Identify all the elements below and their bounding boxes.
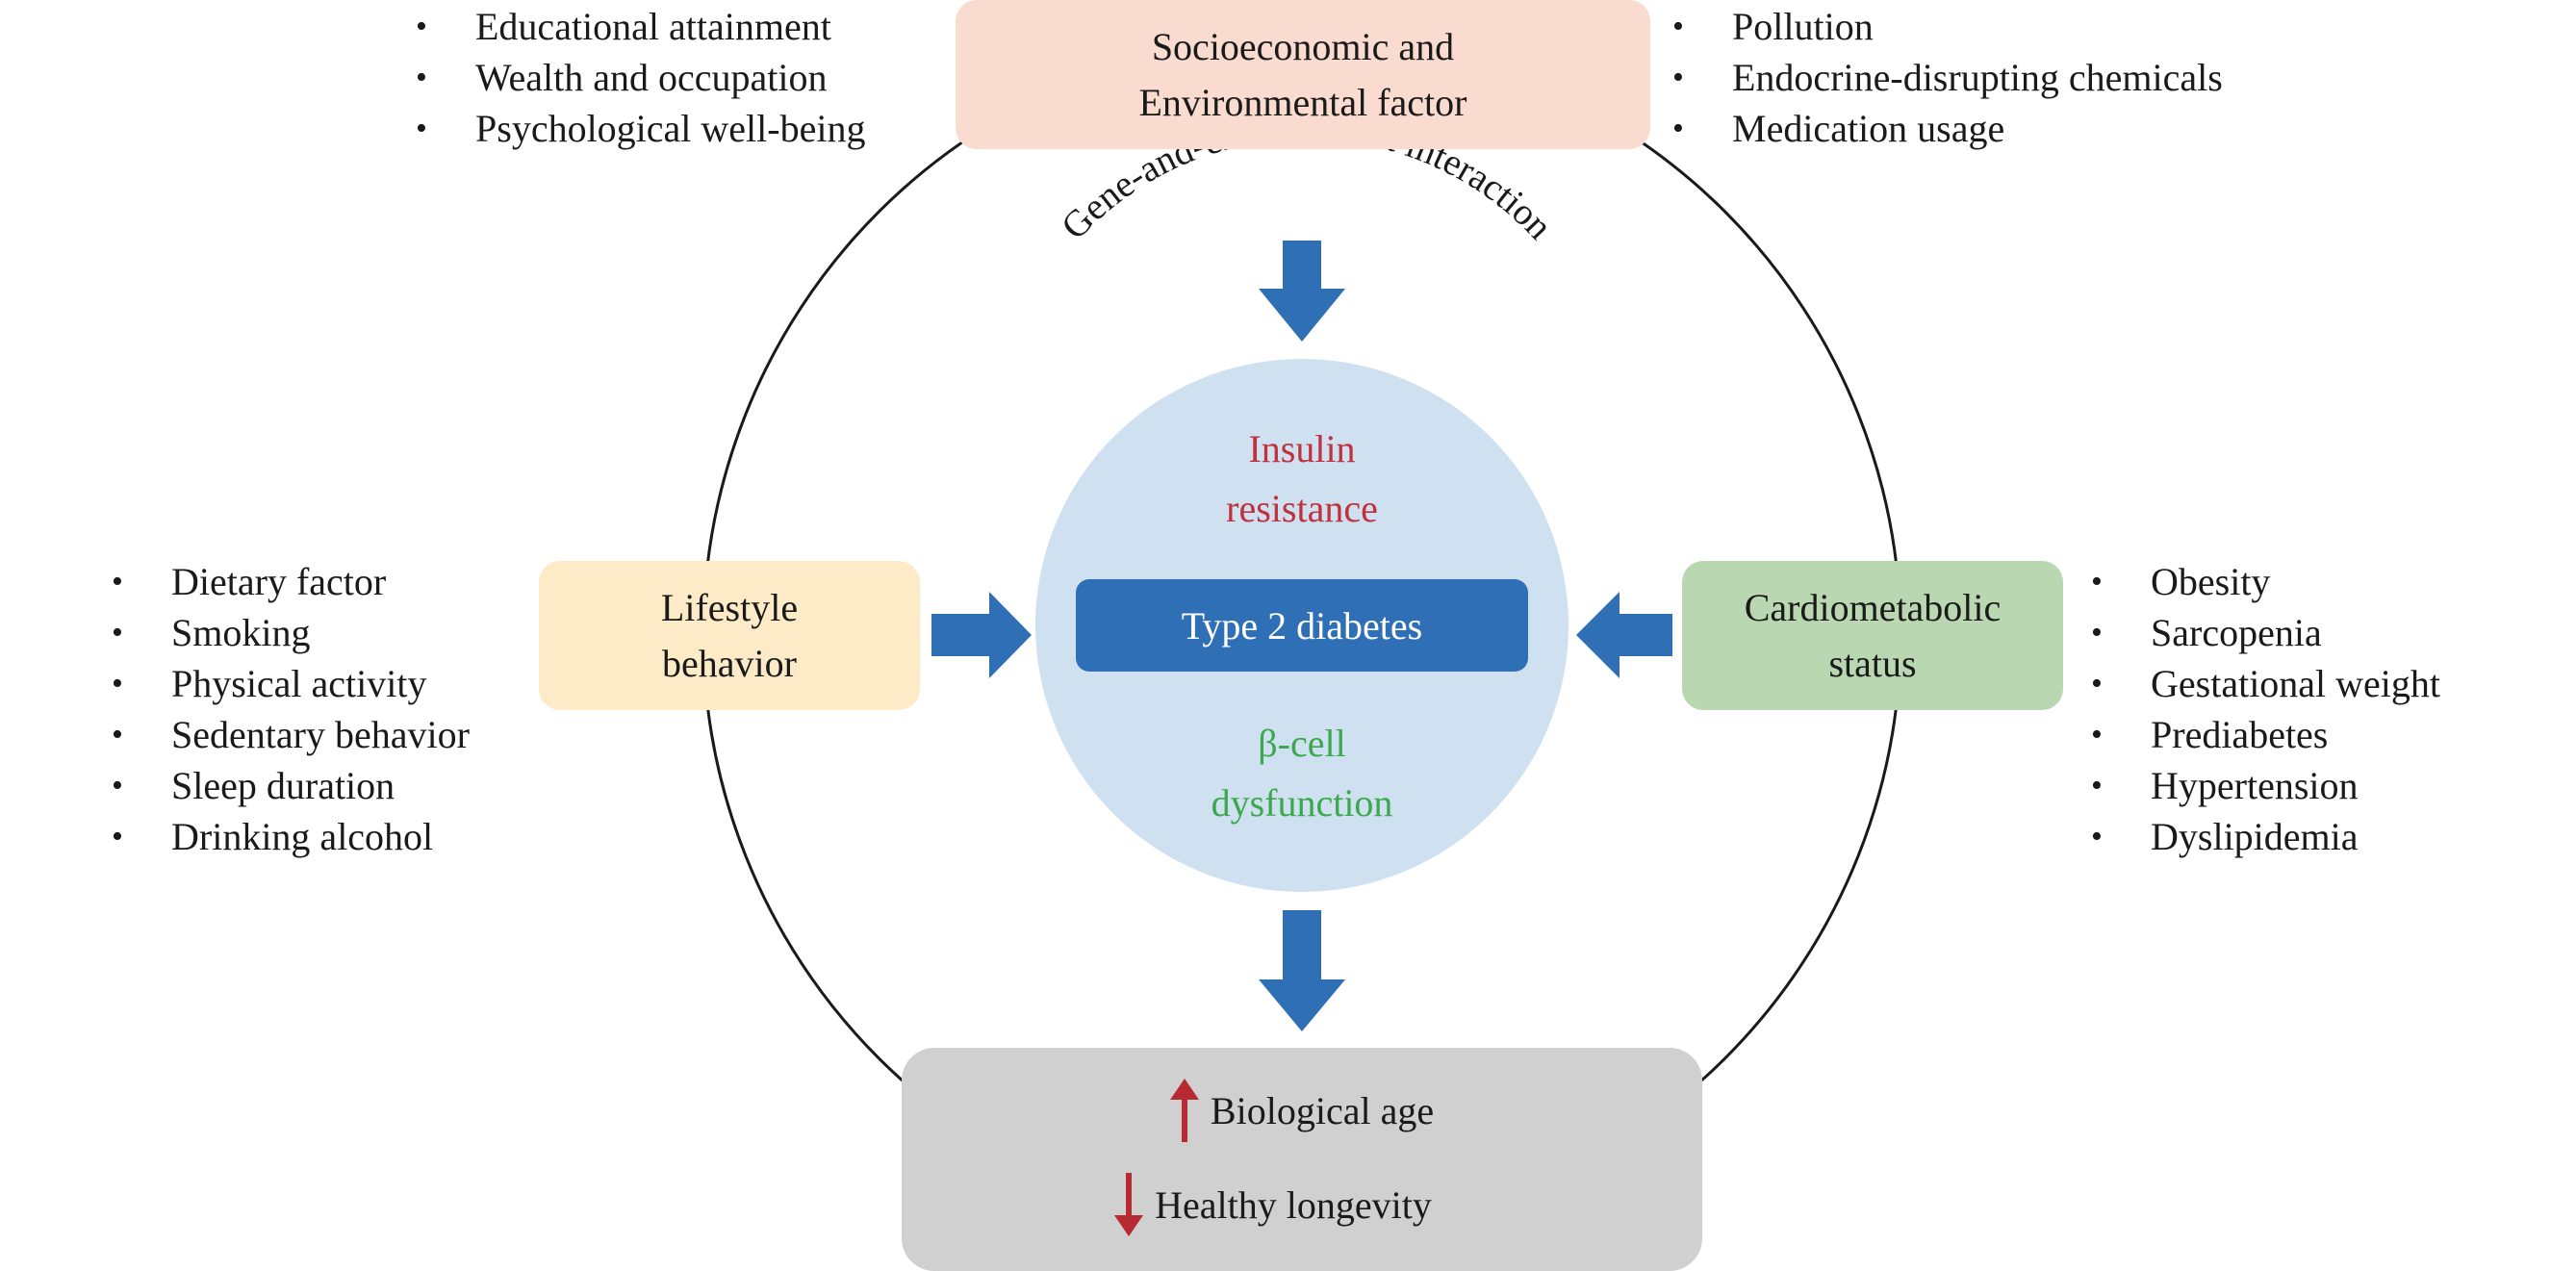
arrow-down-top [1259,241,1345,342]
insulin-resistance-label: Insulin resistance [1100,419,1504,539]
arrow-down-bottom [1259,910,1345,1031]
list-item: Prediabetes [2091,709,2440,760]
list-item: Smoking [112,607,470,658]
list-item: Dietary factor [112,556,470,607]
outcome-box: Biological age Healthy longevity [902,1048,1702,1271]
lifestyle-behavior-box: Lifestyle behavior [539,561,920,710]
list-item: Medication usage [1672,103,2223,154]
beta-line1: β-cell [1258,722,1346,765]
socioeconomic-environmental-box: Socioeconomic and Environmental factor [956,0,1650,149]
left-box-line1: Lifestyle [660,585,799,629]
environmental-factor-list: Pollution Endocrine-disrupting chemicals… [1672,1,2223,154]
arrow-right-left [931,592,1032,678]
list-item: Sleep duration [112,760,470,811]
cardiometabolic-factor-list: Obesity Sarcopenia Gestational weight Pr… [2091,556,2440,862]
list-item: Psychological well-being [416,103,865,154]
cardiometabolic-status-box: Cardiometabolic status [1682,561,2063,710]
biological-age-label: Biological age [1210,1088,1435,1132]
right-box-line2: status [1828,641,1917,685]
list-item: Sedentary behavior [112,709,470,760]
top-box-line1: Socioeconomic and [1151,24,1455,68]
right-box-line1: Cardiometabolic [1744,585,2002,629]
list-item: Wealth and occupation [416,52,865,103]
beta-line2: dysfunction [1211,781,1393,825]
list-item: Physical activity [112,658,470,709]
list-item: Dyslipidemia [2091,811,2440,862]
beta-cell-dysfunction-label: β-cell dysfunction [1100,714,1504,833]
insulin-line2: resistance [1226,487,1378,530]
arrow-left-right [1576,592,1672,678]
lifestyle-factor-list: Dietary factor Smoking Physical activity… [112,556,470,862]
insulin-line1: Insulin [1248,427,1356,470]
list-item: Educational attainment [416,1,865,52]
top-box-line2: Environmental factor [1138,80,1467,124]
list-item: Pollution [1672,1,2223,52]
t2d-label: Type 2 diabetes [1181,603,1423,648]
list-item: Hypertension [2091,760,2440,811]
arrow-down-icon [1114,1173,1144,1236]
list-item: Obesity [2091,556,2440,607]
list-item: Drinking alcohol [112,811,470,862]
biological-age-row: Biological age [902,1079,1702,1142]
socioeconomic-factor-list: Educational attainment Wealth and occupa… [416,1,865,154]
list-item: Sarcopenia [2091,607,2440,658]
list-item: Endocrine-disrupting chemicals [1672,52,2223,103]
healthy-longevity-label: Healthy longevity [1155,1182,1432,1227]
type-2-diabetes-box: Type 2 diabetes [1076,579,1528,672]
list-item: Gestational weight [2091,658,2440,709]
healthy-longevity-row: Healthy longevity [873,1173,1673,1236]
left-box-line2: behavior [662,641,797,685]
arrow-up-icon [1169,1079,1199,1142]
